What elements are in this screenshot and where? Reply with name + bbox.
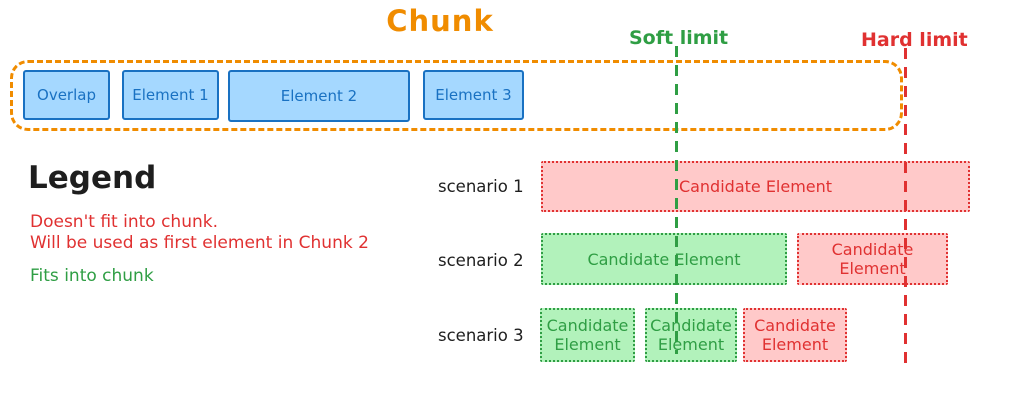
candidate-element-box: Candidate Element: [540, 308, 635, 362]
hard-limit-label: Hard limit: [861, 29, 968, 51]
legend-doesnt-fit-line1: Doesn't fit into chunk.: [30, 212, 218, 232]
chunk-element-label: Element 2: [280, 87, 358, 105]
candidate-element-label: Candidate Element: [678, 177, 833, 196]
candidate-element-label: Candidate Element: [546, 316, 629, 354]
chunk-element-label: Element 3: [435, 86, 512, 104]
chunk-title: Chunk: [386, 4, 494, 38]
candidate-element-label: Candidate Element: [587, 249, 741, 269]
chunk-element-overlap: Overlap: [23, 70, 110, 120]
soft-limit-line: [675, 46, 678, 354]
chunk-element-2: Element 2: [228, 70, 410, 122]
chunk-element-label: Overlap: [37, 86, 96, 104]
candidate-element-label: Candidate Element: [754, 316, 836, 354]
candidate-element-box: Candidate Element: [541, 161, 970, 212]
candidate-element-label: Candidate Element: [831, 240, 914, 278]
chunk-container: [10, 60, 903, 131]
chunk-element-1: Element 1: [122, 70, 219, 120]
legend-doesnt-fit-text: Doesn't fit into chunk. Will be used as …: [30, 212, 369, 254]
legend-fits-text: Fits into chunk: [30, 266, 154, 286]
soft-limit-label: Soft limit: [629, 27, 729, 49]
candidate-element-box: Candidate Element: [645, 308, 737, 362]
legend-title: Legend: [28, 160, 157, 196]
candidate-element-box: Candidate Element: [797, 233, 948, 285]
candidate-element-box: Candidate Element: [743, 308, 847, 362]
hard-limit-line: [904, 48, 907, 365]
scenario-2-label: scenario 2: [438, 251, 524, 270]
candidate-element-box: Candidate Element: [541, 233, 787, 285]
scenario-3-label: scenario 3: [438, 326, 524, 345]
scenario-1-label: scenario 1: [438, 177, 524, 196]
candidate-element-label: Candidate Element: [650, 316, 732, 354]
legend-doesnt-fit-line2: Will be used as first element in Chunk 2: [30, 233, 369, 253]
chunk-element-3: Element 3: [423, 70, 524, 120]
chunk-element-label: Element 1: [132, 86, 209, 104]
